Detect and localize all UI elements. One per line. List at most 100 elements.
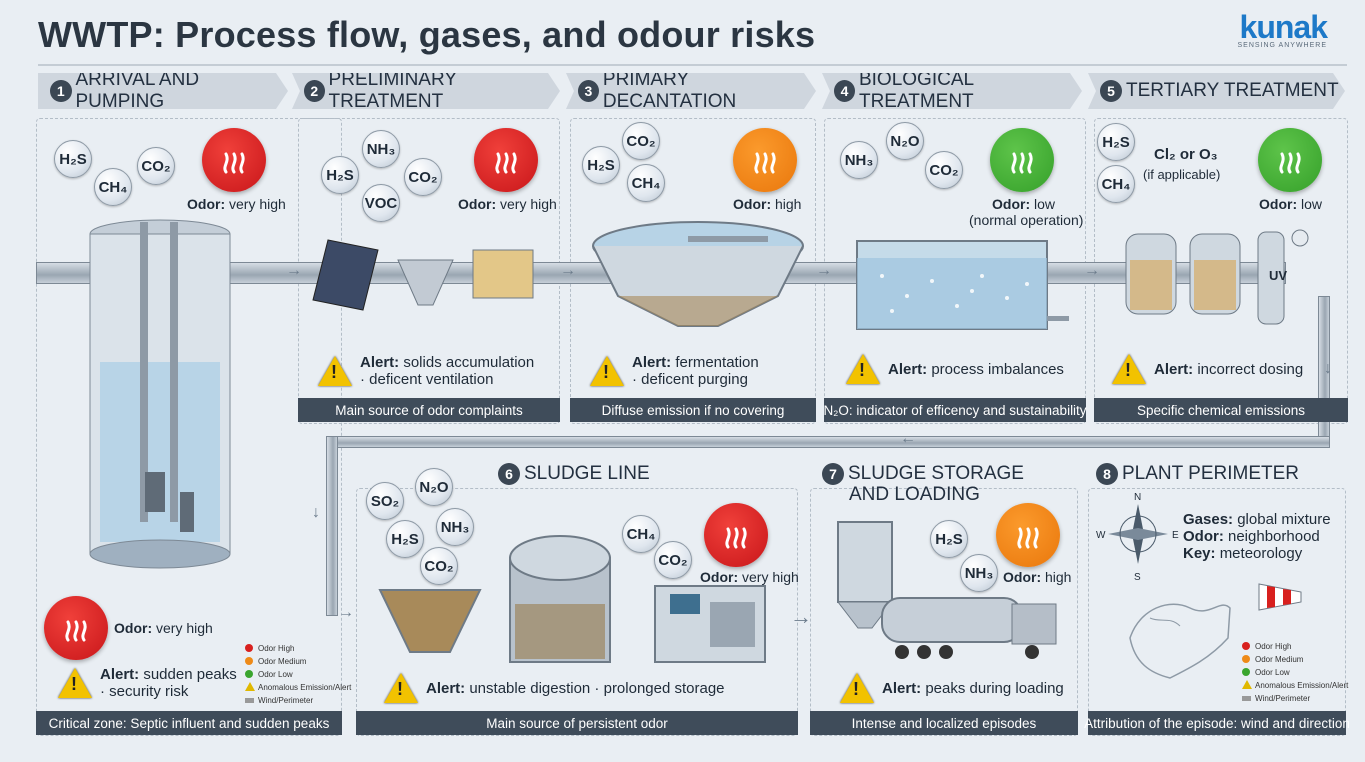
gas-nh3-bubble: NH₃ bbox=[840, 141, 878, 179]
right-arrow-icon: → bbox=[338, 604, 354, 621]
gas-co2-bubble: CO₂ bbox=[622, 122, 660, 160]
step-number: 3 bbox=[578, 80, 599, 102]
map-outline-illustration bbox=[1129, 603, 1231, 679]
section-5-footer: Specific chemical emissions bbox=[1094, 398, 1348, 422]
gas-n2o-bubble: N₂O bbox=[886, 122, 924, 160]
gas-ch4-bubble: CH₄ bbox=[1097, 165, 1135, 203]
compass-east: E bbox=[1172, 530, 1179, 541]
gas-h2s-bubble: H₂S bbox=[386, 520, 424, 558]
legend-swatch bbox=[1242, 655, 1250, 663]
gas-co2-bubble: CO₂ bbox=[420, 547, 458, 585]
step-label: ARRIVAL AND PUMPING bbox=[75, 69, 200, 112]
legend-warning-icon bbox=[245, 682, 255, 691]
gas-h2s-bubble: H₂S bbox=[54, 140, 92, 178]
warning-icon: ! bbox=[840, 673, 874, 703]
panel-sludge-storage bbox=[810, 488, 1078, 736]
odor-high-icon bbox=[44, 596, 108, 660]
perimeter-gases: Gases: global mixture bbox=[1183, 511, 1331, 528]
alert-primary: ! Alert: fermentation· deficent purging bbox=[590, 354, 759, 388]
legend-wind-icon bbox=[1242, 696, 1251, 701]
gas-ch4-bubble: CH₄ bbox=[622, 515, 660, 553]
warning-icon: ! bbox=[846, 354, 880, 384]
warning-icon: ! bbox=[58, 668, 92, 698]
legend-swatch bbox=[1242, 642, 1250, 650]
tertiary-tanks-illustration bbox=[1125, 229, 1309, 325]
windsock-icon bbox=[1258, 583, 1302, 611]
alert-sludge-storage: ! Alert: peaks during loading bbox=[840, 673, 1064, 703]
section-8-footer: Attribution of the episode: wind and dir… bbox=[1084, 711, 1350, 735]
odor-level-label: Odor: very high bbox=[700, 569, 799, 585]
alert-sludge-line: ! Alert: unstable digestion · prolonged … bbox=[384, 673, 725, 703]
gas-nh3-bubble: NH₃ bbox=[436, 508, 474, 546]
odor-medium-icon bbox=[996, 503, 1060, 567]
alert-biological: ! Alert: process imbalances bbox=[846, 354, 1064, 384]
gas-h2s-bubble: H₂S bbox=[582, 146, 620, 184]
gas-h2s-bubble: H₂S bbox=[930, 520, 968, 558]
return-pipe bbox=[330, 436, 1330, 448]
compass-west: W bbox=[1096, 530, 1106, 541]
odor-level-label: Odor: high bbox=[733, 196, 802, 212]
alert-preliminary: ! Alert: solids accumulation· deficent v… bbox=[318, 354, 534, 388]
warning-icon: ! bbox=[590, 356, 624, 386]
gas-voc-bubble: VOC bbox=[362, 184, 400, 222]
logo: kunak SENSING ANYWHERE bbox=[1237, 11, 1328, 49]
gas-nh3-bubble: NH₃ bbox=[362, 130, 400, 168]
section-2-footer: Main source of odor complaints bbox=[298, 398, 560, 422]
legend-swatch bbox=[245, 644, 253, 652]
step-label: PRIMARY DECANTATION bbox=[602, 69, 737, 112]
section-3-footer: Diffuse emission if no covering bbox=[570, 398, 816, 422]
warning-icon: ! bbox=[318, 356, 352, 386]
sludge-pipe bbox=[326, 436, 338, 616]
digester-illustration bbox=[378, 535, 766, 663]
gas-nh3-bubble: NH₃ bbox=[960, 554, 998, 592]
header-divider bbox=[38, 64, 1347, 66]
page-title: WWTP: Process flow, gases, and odour ris… bbox=[38, 14, 816, 55]
silo-truck-illustration bbox=[836, 521, 1057, 659]
gas-h2s-bubble: H₂S bbox=[321, 156, 359, 194]
section-4-footer: N₂O: indicator of efficency and sustaina… bbox=[823, 398, 1087, 422]
chemical-note: (if applicable) bbox=[1143, 167, 1221, 182]
left-arrow-icon: ← bbox=[900, 430, 916, 447]
gas-ch4-bubble: CH₄ bbox=[627, 164, 665, 202]
step-number: 4 bbox=[834, 80, 855, 102]
pumping-well-illustration bbox=[89, 219, 231, 569]
compass-icon bbox=[1108, 504, 1168, 564]
gas-n2o-bubble: N₂O bbox=[415, 468, 453, 506]
odor-level-label: Odor: very high bbox=[187, 196, 286, 212]
odor-level-label: Odor: very high bbox=[114, 620, 213, 636]
perimeter-odor: Odor: neighborhood bbox=[1183, 528, 1320, 545]
step-number: 5 bbox=[1100, 80, 1122, 102]
legend-wind-icon bbox=[245, 698, 254, 703]
odor-high-icon bbox=[704, 503, 768, 567]
step-number: 2 bbox=[304, 80, 325, 102]
section-7-footer: Intense and localized episodes bbox=[810, 711, 1078, 735]
odor-high-icon bbox=[202, 128, 266, 192]
step-label: PRELIMINARY TREATMENT bbox=[328, 69, 457, 112]
warning-icon: ! bbox=[1112, 354, 1146, 384]
odor-level-label: Odor: very high bbox=[458, 196, 557, 212]
odor-medium-icon bbox=[733, 128, 797, 192]
legend-swatch bbox=[1242, 668, 1250, 676]
legend-warning-icon bbox=[1242, 680, 1252, 689]
uv-label: UV bbox=[1269, 268, 1288, 283]
alert-tertiary: ! Alert: incorrect dosing bbox=[1112, 354, 1303, 384]
odor-low-icon bbox=[990, 128, 1054, 192]
panel-perimeter bbox=[1088, 488, 1346, 736]
gas-co2-bubble: CO₂ bbox=[404, 158, 442, 196]
gas-co2-bubble: CO₂ bbox=[925, 151, 963, 189]
right-arrow-icon: → bbox=[790, 604, 812, 629]
step-number: 1 bbox=[50, 80, 72, 102]
odor-high-icon bbox=[474, 128, 538, 192]
odor-level-label: Odor: high bbox=[1003, 569, 1072, 585]
gas-ch4-bubble: CH₄ bbox=[94, 168, 132, 206]
odor-level-label: Odor: low bbox=[992, 196, 1056, 212]
flow-arrow-icon: → bbox=[1084, 262, 1100, 279]
section-6-footer: Main source of persistent odor bbox=[356, 711, 798, 735]
